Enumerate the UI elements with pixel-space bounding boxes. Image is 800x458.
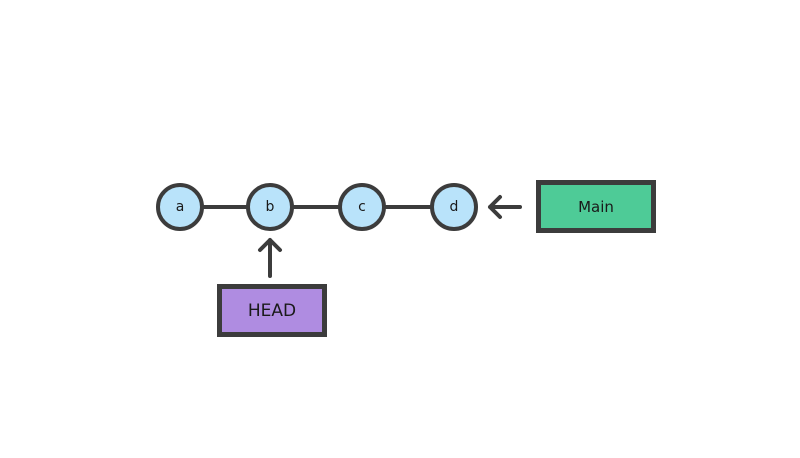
head-label: HEAD (217, 284, 327, 337)
commit-node-d: d (430, 183, 478, 231)
arrow-up-icon (258, 238, 282, 278)
commit-node-label: c (358, 199, 366, 215)
edge-a-b (202, 205, 248, 209)
head-label-text: HEAD (247, 300, 297, 321)
branch-label-main: Main (536, 180, 656, 233)
commit-node-b: b (246, 183, 294, 231)
commit-node-a: a (156, 183, 204, 231)
commit-node-label: a (175, 199, 185, 215)
commit-node-label: b (265, 199, 275, 215)
branch-label-text: Main (578, 197, 614, 216)
edge-b-c (292, 205, 340, 209)
commit-node-label: d (449, 199, 459, 215)
edge-c-d (384, 205, 432, 209)
commit-node-c: c (338, 183, 386, 231)
arrow-left-icon (488, 195, 522, 219)
